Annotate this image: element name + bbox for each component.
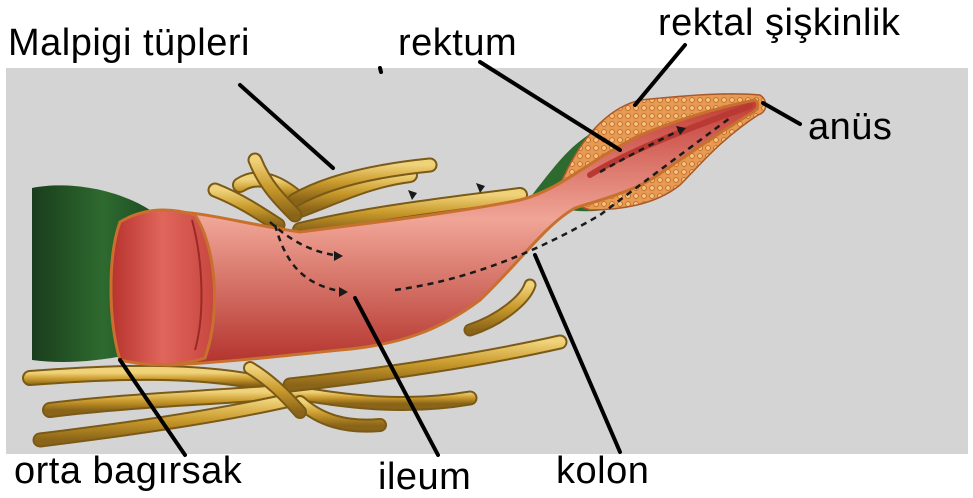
label-ileum: ileum (378, 458, 471, 496)
label-orta-bagirsak: orta bagırsak (14, 452, 242, 490)
label-kolon: kolon (556, 452, 649, 490)
label-rektum: rektum (398, 24, 517, 62)
label-anus: anüs (808, 108, 892, 146)
label-malpigi-tupleri: Malpigi tüpleri (8, 24, 250, 62)
midgut-region (111, 210, 215, 365)
label-rektal-siskinlik: rektal şişkinlik (658, 4, 900, 42)
stray-mark (380, 68, 381, 72)
